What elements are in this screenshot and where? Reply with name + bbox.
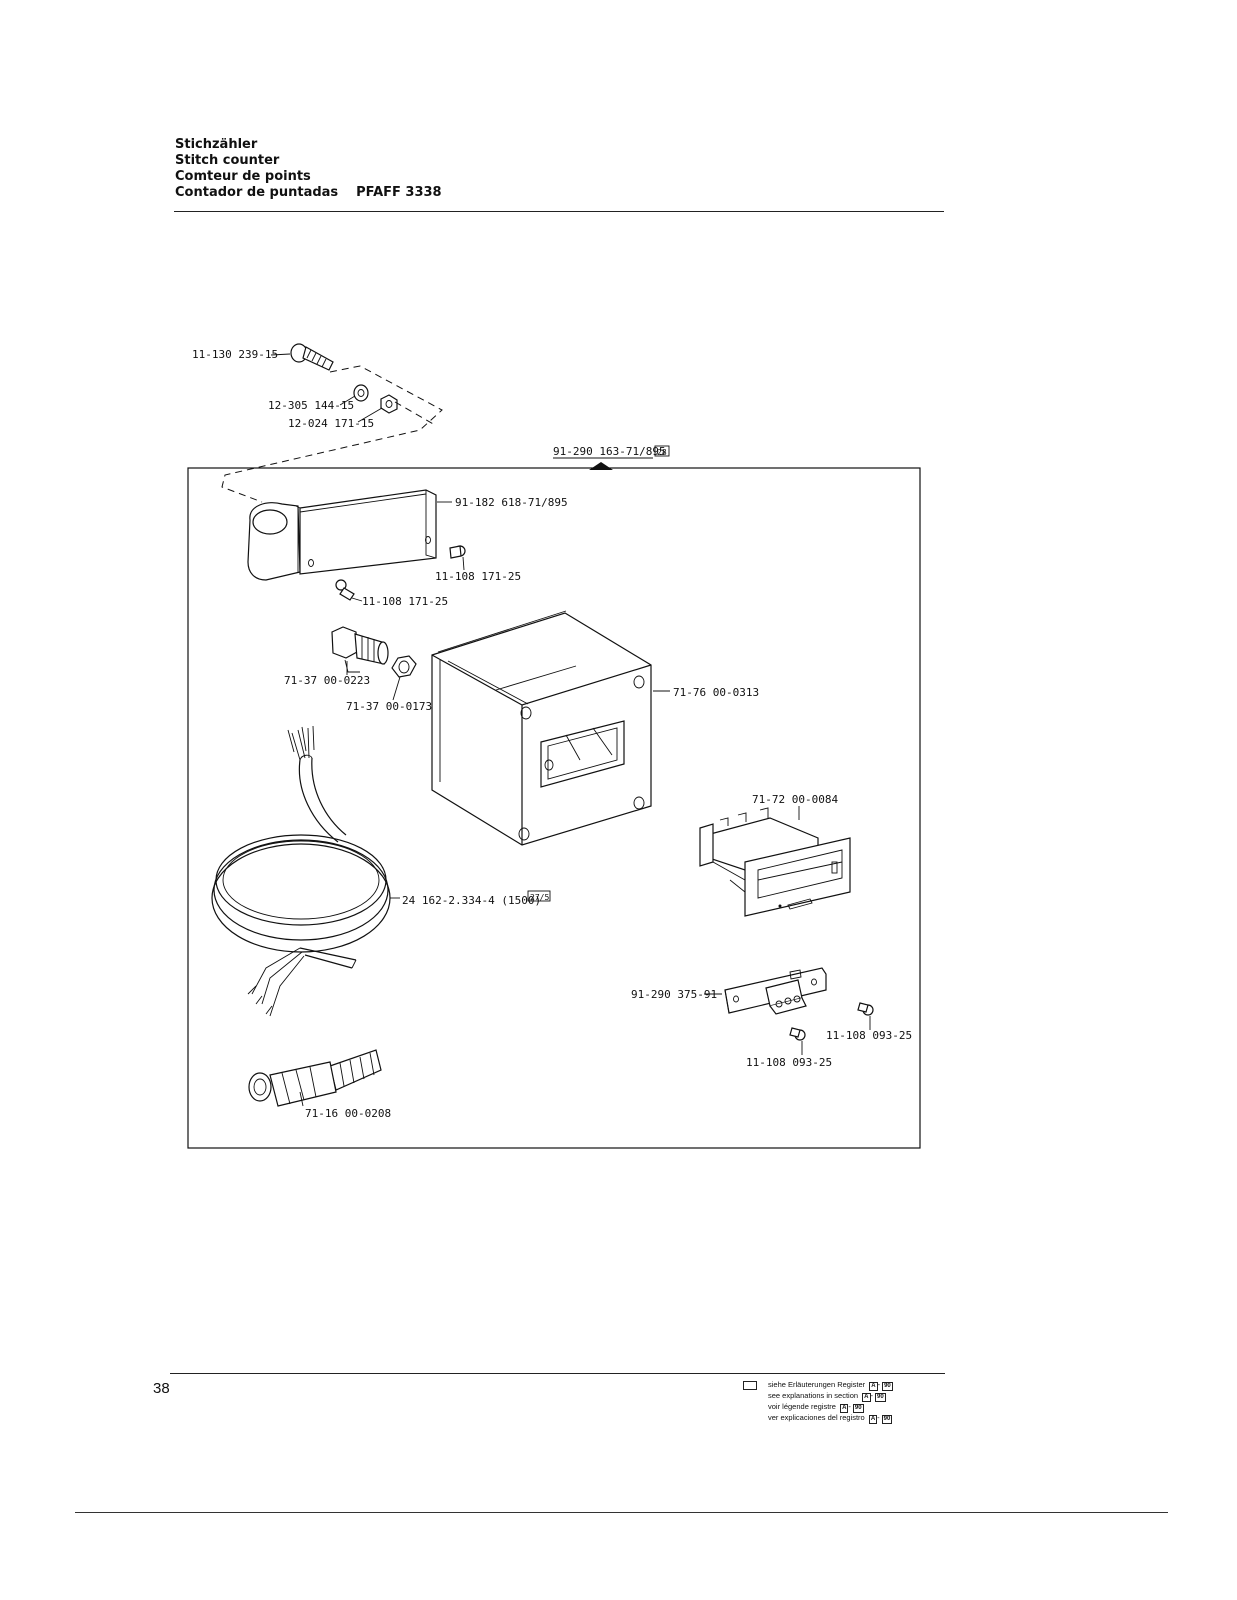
title-english: Stitch counter	[175, 153, 280, 168]
legend-row-spanish: ver explicaciones del registro A-90	[768, 1413, 893, 1424]
bracket-screw-right-icon	[449, 545, 466, 559]
legend-row-german: siehe Erläuterungen Register A-90	[743, 1380, 893, 1391]
screw-bracket-left-label: 11-108 171-25	[362, 595, 448, 608]
legend-code-b: 90	[875, 1393, 886, 1402]
screw-terminal-left-label: 11-108 093-25	[746, 1056, 832, 1069]
cable-label: 24 162-2.334-4 (1500)	[402, 894, 541, 907]
footer-rule	[170, 1373, 945, 1374]
assembly-ref-box	[654, 445, 670, 457]
plug-connector-icon	[248, 1049, 382, 1107]
mounting-bracket-icon	[247, 489, 437, 581]
legend-german-text: siehe Erläuterungen Register	[768, 1380, 866, 1389]
cap-screw-icon	[290, 343, 334, 371]
legend-row-english: see explanations in section A-90	[768, 1391, 886, 1402]
legend-english-text: see explanations in section	[768, 1391, 859, 1400]
assembly-frame	[187, 467, 921, 1149]
gland-label: 71-37 00-0223	[284, 674, 370, 687]
assembly-pointer-triangle	[589, 462, 613, 470]
counter-unit-icon	[699, 807, 851, 917]
gland-nut-leader	[392, 676, 401, 701]
legend-row-french: voir légende registre A-90	[768, 1402, 864, 1413]
machine-model: PFAFF 3338	[356, 185, 442, 200]
bracket-label: 91-182 618-71/895	[455, 496, 568, 509]
screw-bracket-right-leader	[462, 556, 465, 571]
legend-spanish-text: ver explicaciones del registro	[768, 1413, 865, 1422]
legend-box-icon	[743, 1381, 757, 1390]
nut-leader	[357, 407, 383, 423]
assembly-dash-lines	[221, 365, 443, 503]
cable-ref-code: 27/5	[530, 893, 549, 902]
terminal-label: 91-290 375-91	[631, 988, 717, 1001]
terminal-block-icon	[724, 967, 827, 1015]
housing-label: 71-76 00-0313	[673, 686, 759, 699]
legend-code-b: 90	[852, 1404, 864, 1413]
terminal-screw-left-icon	[789, 1027, 806, 1041]
assembly-ref-code: 28	[657, 448, 667, 457]
connector-label: 71-16 00-0208	[305, 1107, 391, 1120]
terminal-screw-right-icon	[857, 1002, 874, 1016]
legend-code-a: A	[862, 1393, 871, 1402]
washer-icon	[353, 384, 369, 402]
screw-bracket-right-label: 11-108 171-25	[435, 570, 521, 583]
legend-french-text: voir légende registre	[768, 1402, 836, 1411]
counter-housing-icon	[431, 610, 652, 846]
connector-leader	[299, 1091, 304, 1107]
gland-nut-icon	[391, 655, 417, 678]
nut-label: 12-024 171-15	[288, 417, 374, 430]
washer-label: 12-305 144-15	[268, 399, 354, 412]
screw-top-label: 11-130 239-15	[192, 348, 278, 361]
hex-nut-icon	[380, 394, 398, 414]
title-spanish: Contador de puntadas PFAFF 3338	[175, 185, 442, 201]
page-bottom-rule	[75, 1512, 1168, 1513]
cable-ref-box	[527, 890, 551, 902]
legend-code-b: 90	[882, 1382, 893, 1391]
screw-top-leader	[270, 353, 291, 356]
legend-code-a: A	[868, 1415, 878, 1424]
legend-code-a: A	[840, 1404, 849, 1413]
title-spanish-text: Contador de puntadas	[175, 185, 339, 200]
counter-label: 71-72 00-0084	[752, 793, 838, 806]
header-rule	[174, 211, 944, 212]
cable-coil-icon	[211, 725, 391, 1017]
legend-code-a: A	[869, 1382, 878, 1391]
title-french: Comteur de points	[175, 169, 311, 184]
gland-nut-label: 71-37 00-0173	[346, 700, 432, 713]
cable-gland-icon	[331, 626, 389, 673]
legend: siehe Erläuterungen Register A-90 see ex…	[743, 1380, 893, 1424]
screw-terminal-right-label: 11-108 093-25	[826, 1029, 912, 1042]
bracket-screw-left-icon	[335, 579, 355, 601]
screw-bracket-left-leader	[351, 597, 363, 602]
page-number: 38	[153, 1380, 170, 1397]
page-header: Stichzähler Stitch counter Comteur de po…	[175, 137, 442, 201]
assembly-number-label: 91-290 163-71/895	[553, 445, 666, 458]
legend-code-b: 90	[881, 1415, 893, 1424]
title-german: Stichzähler	[175, 137, 258, 152]
washer-leader	[339, 395, 356, 406]
